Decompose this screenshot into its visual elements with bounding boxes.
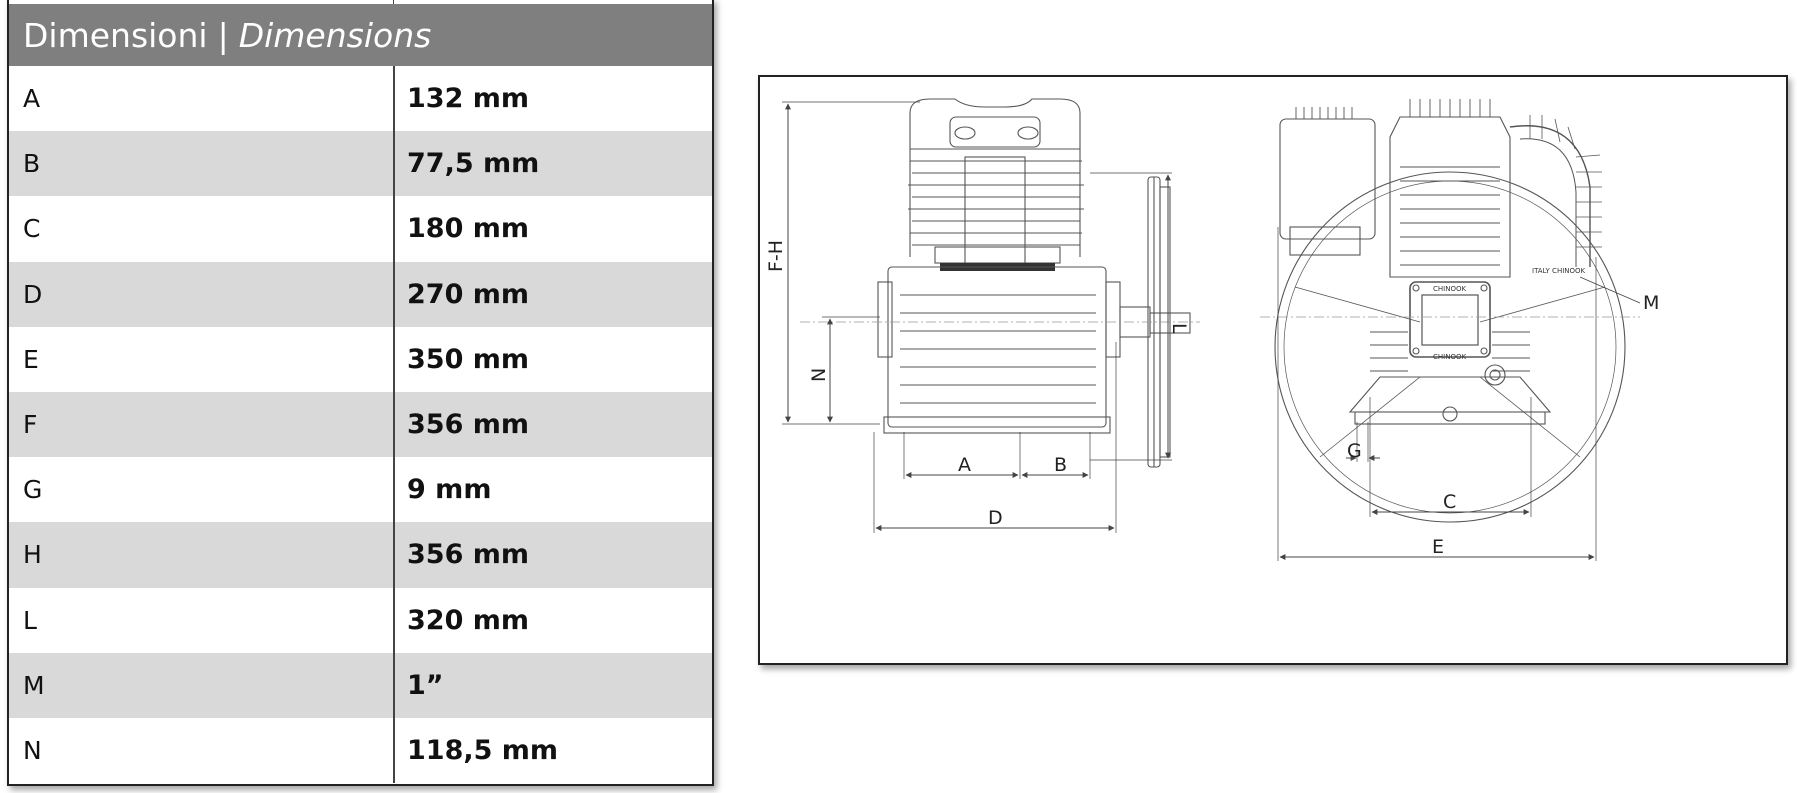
dimension-key: C [23,214,41,244]
crankcase-side-fins [1370,331,1530,372]
dimension-key: M [23,670,45,700]
pipe-fins [1529,115,1602,248]
dimension-value: 356 mm [407,539,530,571]
filter-fins [1295,107,1353,119]
dimension-key: H [23,540,42,570]
dimension-label-n: N [808,368,830,382]
dimension-label-b: B [1054,454,1067,476]
dimension-key: F [23,410,38,440]
dimension-label-a: A [958,454,971,476]
crankcase-fins [900,294,1096,404]
table-row: G 9 mm [9,457,712,522]
dimension-value: 77,5 mm [407,148,540,180]
dimension-key: N [23,735,42,765]
table-row: H 356 mm [9,522,712,588]
table-row: A 132 mm [9,66,712,131]
table-top-strip [9,0,712,4]
table-header: Dimensioni | Dimensions [9,4,712,66]
dimension-value: 180 mm [407,213,530,245]
dimension-label-l: L [1168,323,1190,334]
dimension-label-d: D [988,507,1003,529]
dimension-label-c: C [1443,491,1456,513]
dimension-value: 9 mm [407,474,492,506]
table-row: F 356 mm [9,391,712,458]
dimension-label-g: G [1347,440,1362,462]
dimension-value: 1” [407,669,444,701]
dimension-value: 356 mm [407,409,530,441]
dimension-value: 270 mm [407,278,530,310]
technical-drawing-frame: F-H N L A B D [758,75,1788,665]
cylinder-front-fins [1400,99,1500,266]
dimension-label-fh: F-H [765,240,787,272]
side-view-dimensions [782,101,1172,533]
dimension-label-e: E [1432,536,1444,558]
dimension-value: 320 mm [407,604,530,636]
plate-top-engraving: CHINOOK [1433,285,1466,293]
dimension-key: B [23,149,41,179]
header-separator: | [217,15,229,55]
header-english: Dimensions [238,15,432,55]
brand-engraving: ITALY CHINOOK [1532,267,1586,275]
dimension-key: G [23,475,43,505]
table-body: A 132 mm B 77,5 mm C 180 mm D 270 mm E 350 mm… [9,66,712,784]
cylinder-fins [908,160,1084,246]
table-row: N 118,5 mm [9,718,712,783]
dimensions-table: Dimensioni | Dimensions A 132 mm B 77,5 mm… [7,0,714,786]
compressor-drawing: F-H N L A B D [765,98,1659,561]
table-row: E 350 mm [9,327,712,392]
table-row: D 270 mm [9,261,712,327]
dimension-key: A [23,84,41,114]
front-view-dimensions [1277,227,1641,561]
header-italian: Dimensioni [23,15,208,55]
dimension-key: L [23,605,37,635]
front-view [1274,99,1626,523]
dimension-value: 132 mm [407,83,530,115]
table-row: B 77,5 mm [9,131,712,197]
dimension-key: D [23,279,43,309]
dimension-value: 350 mm [407,343,530,375]
dimension-value: 118,5 mm [407,734,559,766]
table-row: C 180 mm [9,196,712,261]
plate-bottom-engraving: CHINOOK [1433,353,1466,361]
dimension-key: E [23,344,39,374]
dimension-label-m: M [1643,292,1659,314]
table-row: M 1” [9,652,712,718]
table-row: L 320 mm [9,588,712,653]
side-view [877,98,1191,468]
